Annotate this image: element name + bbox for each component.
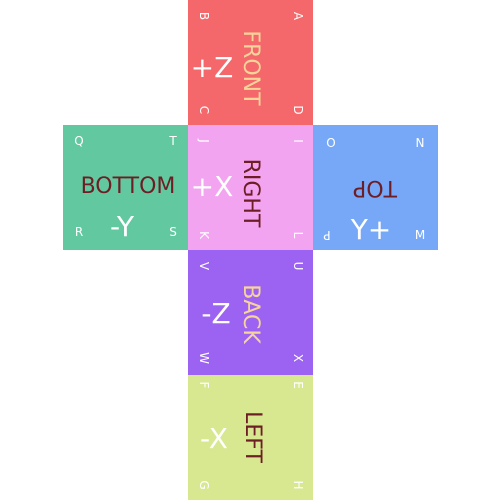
axis-label-plus-x: +X [190,170,234,203]
face-name-top: TOP [352,175,398,200]
corner-label-t: T [169,134,177,148]
cube-face-front: B A C D FRONT +Z [188,0,313,125]
corner-label-v: V [197,261,211,271]
axis-label-minus-z: -Z [201,297,231,330]
corner-label-f: F [197,381,211,389]
face-name-bottom: BOTTOM [80,174,176,199]
corner-label-b: B [197,11,211,21]
cube-face-right: J I K L RIGHT +X [188,125,313,250]
corner-label-r: R [74,225,84,239]
corner-label-u: U [291,261,305,271]
face-name-front: FRONT [238,30,263,106]
axis-label-plus-z: +Z [190,51,234,84]
corner-label-m: M [414,228,426,242]
corner-label-x: X [291,353,305,363]
corner-label-i: I [291,139,305,143]
cube-face-back: V U W X BACK -Z [188,250,313,375]
axis-label-minus-x: -X [200,422,228,455]
face-name-left: LEFT [240,411,265,463]
corner-label-h: H [291,480,305,490]
corner-label-p: P [323,228,331,242]
cube-face-top: O N P M TOP +Y [313,125,438,250]
cube-face-bottom: Q T R S BOTTOM -Y [63,125,188,250]
corner-label-j: J [197,139,211,143]
corner-label-w: W [197,352,211,364]
corner-label-l: L [291,231,305,239]
corner-label-g: G [197,480,211,490]
corner-label-s: S [169,225,177,239]
face-name-right: RIGHT [238,158,263,228]
corner-label-e: E [291,381,305,389]
corner-label-n: N [415,136,425,150]
corner-label-o: O [326,136,336,150]
axis-label-minus-y: -Y [110,210,134,243]
cube-face-left: F E G H LEFT -X [188,375,313,500]
axis-label-plus-y: +Y [350,213,392,246]
face-name-back: BACK [238,284,263,344]
corner-label-a: A [291,11,305,21]
corner-label-c: C [197,105,211,115]
corner-label-q: Q [74,134,84,148]
corner-label-d: D [291,105,305,115]
corner-label-k: K [197,231,211,239]
